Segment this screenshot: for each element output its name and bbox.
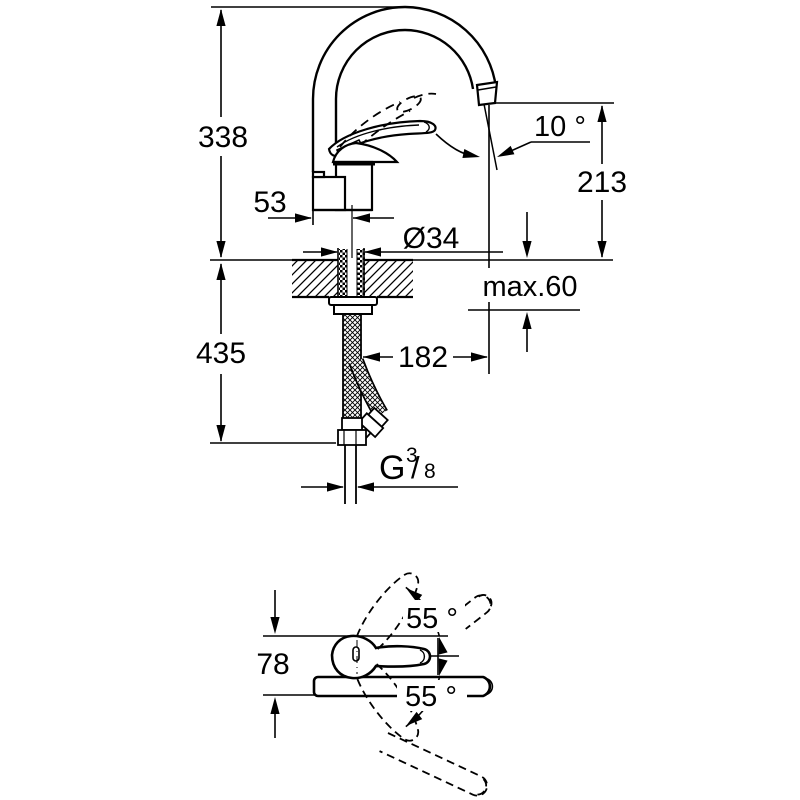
angle-label-55-upper: 55 ° [406,603,458,635]
mounting-nut [328,296,378,315]
thread-den: 8 [424,460,436,483]
angle-label-10deg: 10 ° [534,111,586,143]
dim-label-182: 182 [398,341,448,374]
stream-line [483,103,498,171]
spout-outlet [475,80,499,107]
top-view-drawing: 78 55 ° 55 ° [250,572,494,797]
side-view-drawing: 338 435 53 Ø34 213 max.60 182 10 ° G 3 /… [193,5,632,504]
angle-label-55-lower: 55 ° [405,681,457,713]
thread-num: 3 [406,444,418,467]
handle-top-view [330,634,432,680]
thread-g: G [379,449,405,487]
dim-label-max-60: max.60 [482,271,577,303]
counter-deck [292,258,413,299]
dim-label-78: 78 [256,648,289,681]
label-underlays-top [250,600,467,711]
dim-label-435: 435 [196,337,246,370]
faucet-body [311,141,400,212]
threaded-shank [337,248,365,297]
hose-end-fitting [337,417,367,504]
dim-label-213: 213 [577,166,627,199]
supply-hoses [337,313,389,504]
label-underlays-side [193,119,632,374]
dim-label-53: 53 [253,186,286,219]
dim-label-diameter-34: Ø34 [403,222,460,255]
spout-arc [311,5,498,172]
thread-slash: / [411,450,420,485]
thread-label-g38: G 3 / 8 [379,444,436,487]
dim-label-338: 338 [198,121,248,154]
